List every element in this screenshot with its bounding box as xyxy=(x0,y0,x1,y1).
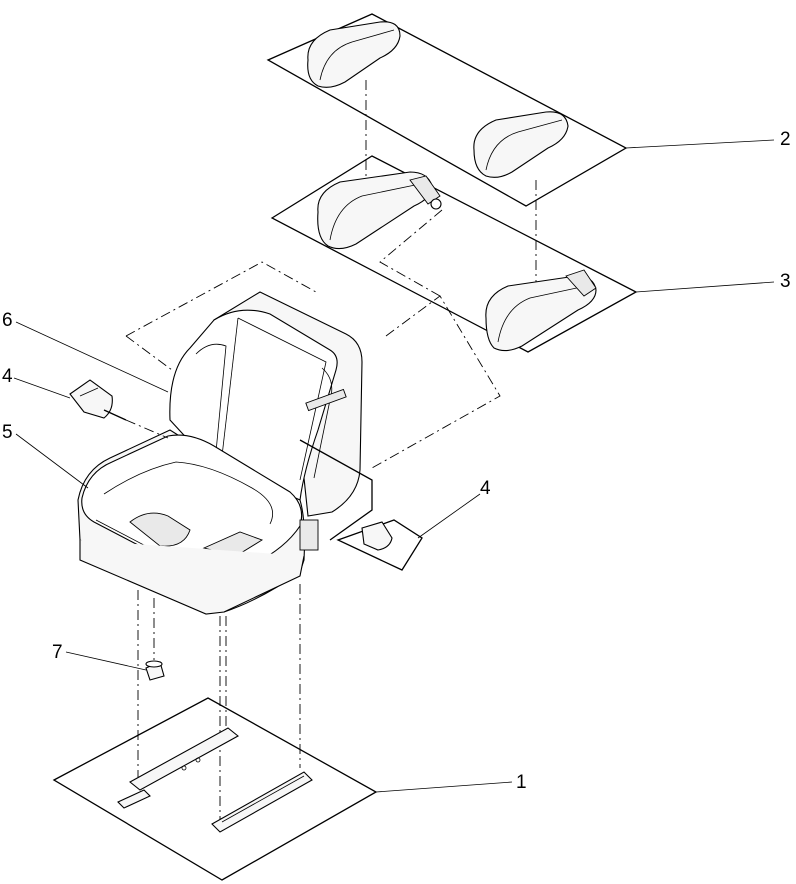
callout-4-left: 4 xyxy=(2,366,13,387)
group-plane-3 xyxy=(270,155,638,353)
seat-assembly xyxy=(77,291,373,615)
knob-part-7 xyxy=(145,660,165,681)
group-plane-1 xyxy=(52,697,378,881)
seat-belt-part-4-right xyxy=(336,519,423,571)
callout-2: 2 xyxy=(780,129,791,150)
leader-lines xyxy=(13,139,775,793)
callout-6: 6 xyxy=(2,310,13,331)
callout-7: 7 xyxy=(52,642,63,663)
mounting-centerlines xyxy=(137,584,301,820)
callout-3: 3 xyxy=(780,271,791,292)
callout-4-right: 4 xyxy=(480,478,491,499)
callout-5: 5 xyxy=(2,422,13,443)
seat-belt-part-4-left xyxy=(69,379,169,439)
seat-back-dashed-plane xyxy=(125,209,501,469)
group-plane-2 xyxy=(266,13,628,290)
callout-1: 1 xyxy=(516,772,527,793)
